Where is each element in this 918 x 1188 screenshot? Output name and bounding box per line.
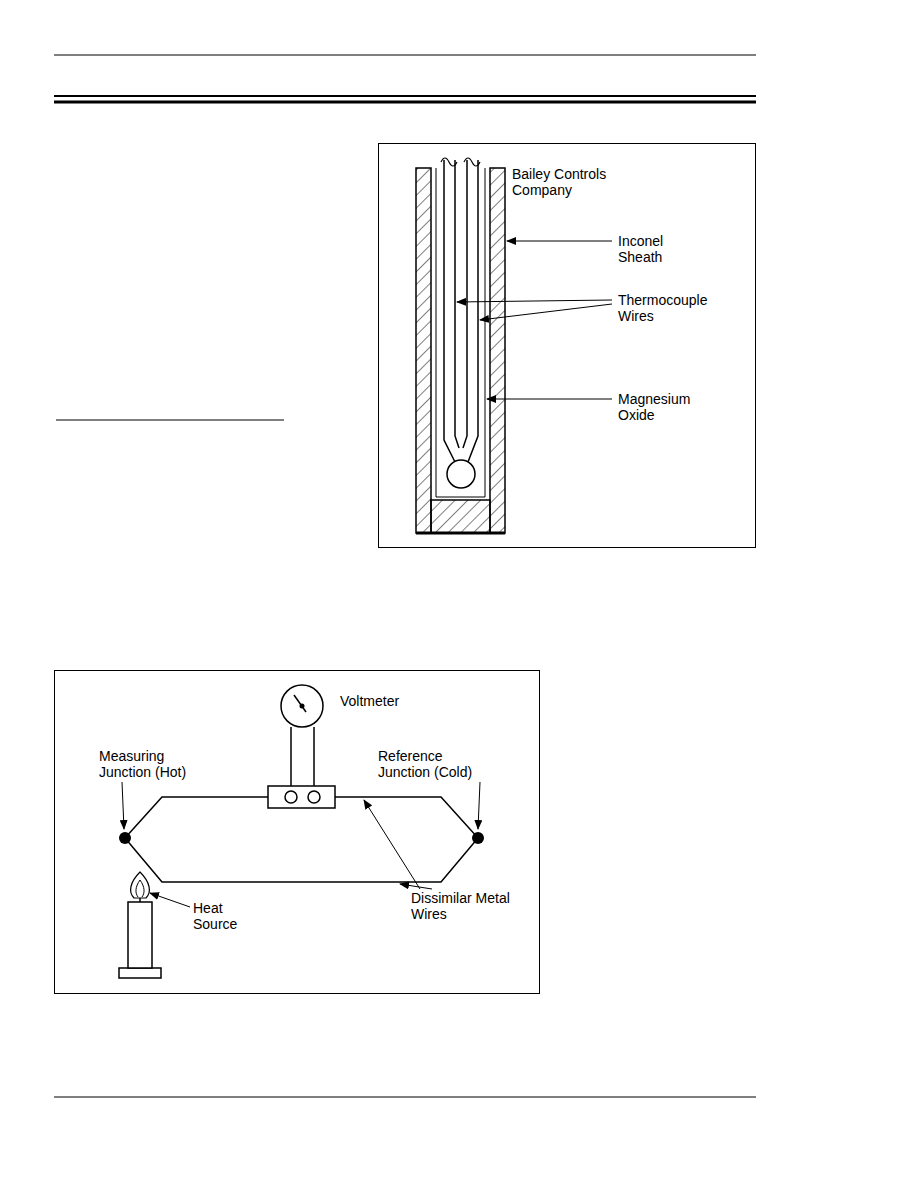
part-label: Inconel Sheath bbox=[618, 233, 693, 265]
part-label: Thermocouple Wires bbox=[618, 292, 718, 324]
part-label: Voltmeter bbox=[340, 693, 430, 709]
part-label: Bailey Controls Company bbox=[512, 166, 630, 198]
part-label: Measuring Junction (Hot) bbox=[99, 748, 217, 780]
part-label: Heat Source bbox=[193, 900, 253, 932]
part-label: Magnesium Oxide bbox=[618, 391, 703, 423]
part-label: Reference Junction (Cold) bbox=[378, 748, 498, 780]
part-label: Dissimilar Metal Wires bbox=[411, 890, 511, 922]
